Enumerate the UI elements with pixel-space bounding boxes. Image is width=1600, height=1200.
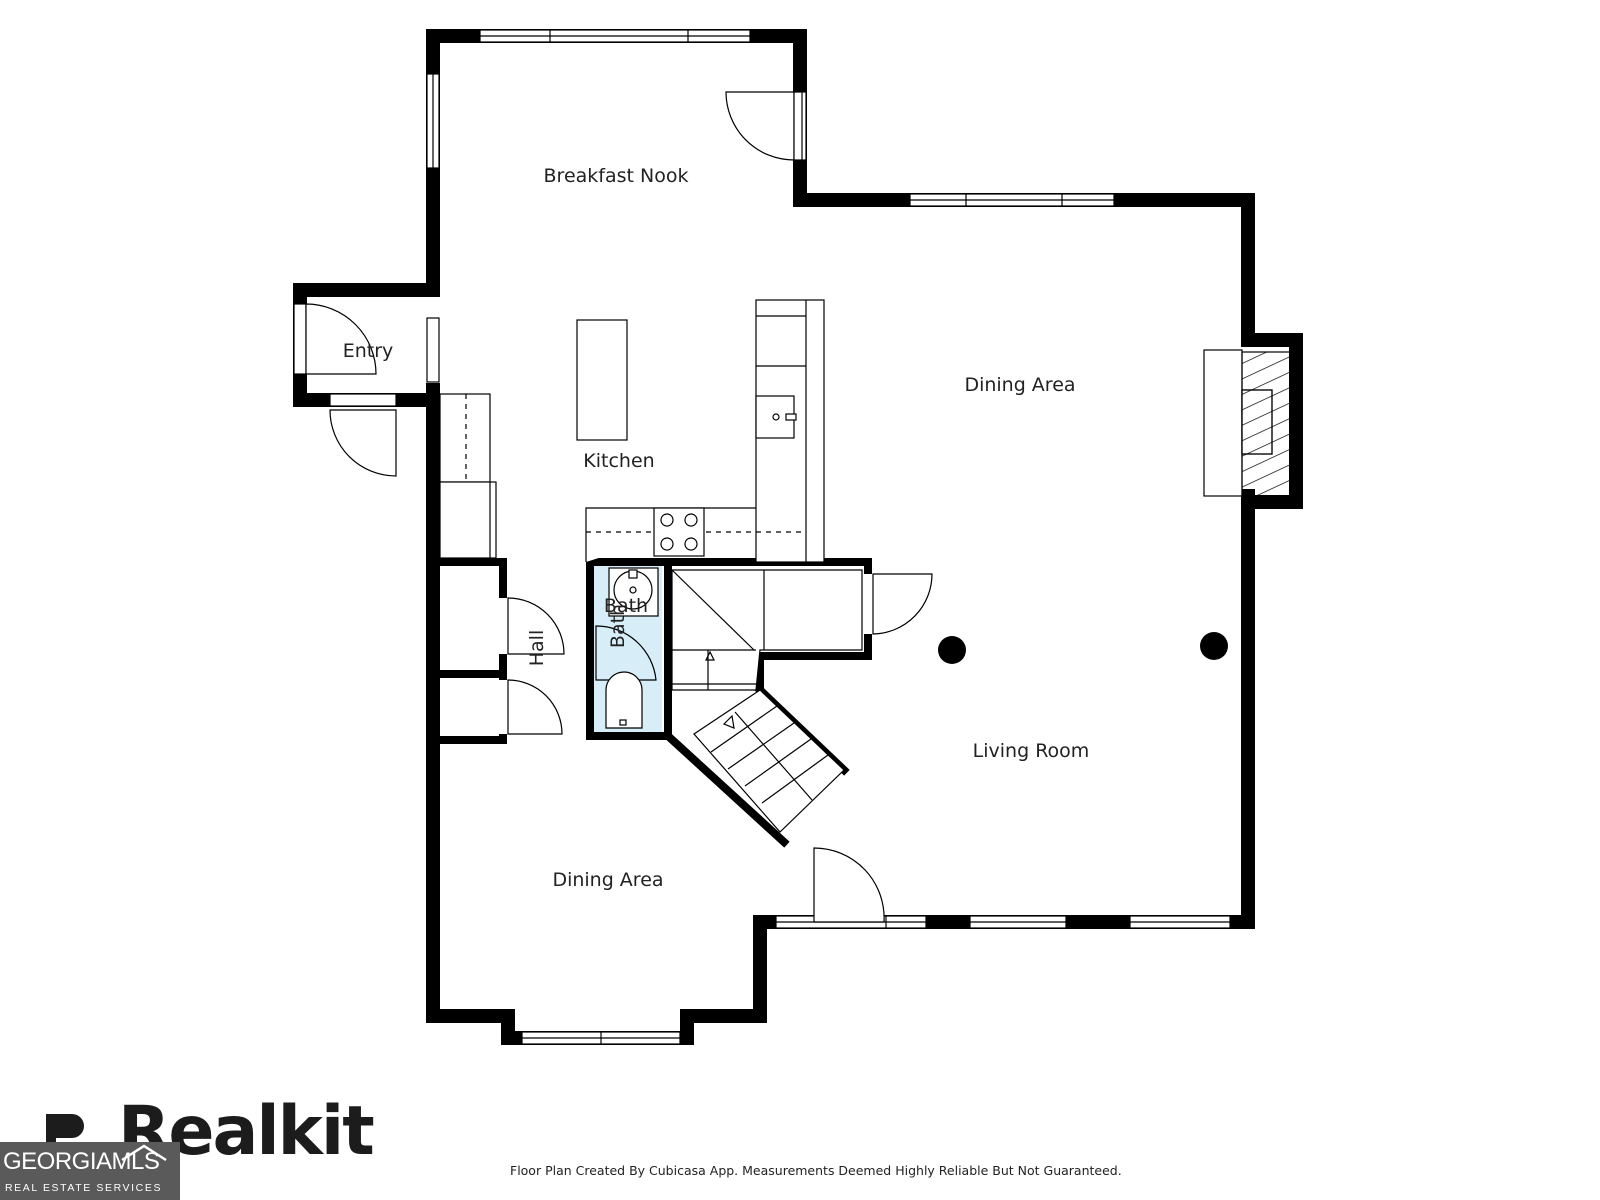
label-bath-vertical: Bath bbox=[607, 604, 629, 648]
column-left bbox=[938, 636, 966, 664]
stairs bbox=[671, 569, 863, 833]
label-living-room: Living Room bbox=[973, 740, 1090, 762]
fireplace bbox=[1203, 349, 1291, 497]
kitchen-counters bbox=[439, 299, 825, 563]
column-right bbox=[1200, 632, 1228, 660]
label-breakfast-nook: Breakfast Nook bbox=[544, 165, 689, 187]
label-bath-horizontal: Bath bbox=[604, 595, 648, 617]
label-hall: Hall bbox=[526, 630, 548, 667]
roof-icon bbox=[121, 1144, 167, 1162]
mls-tagline: REAL ESTATE SERVICES bbox=[5, 1182, 163, 1194]
disclaimer-text: Floor Plan Created By Cubicasa App. Meas… bbox=[510, 1163, 1122, 1178]
label-entry: Entry bbox=[343, 340, 394, 362]
bath-fixtures bbox=[605, 567, 659, 729]
label-kitchen: Kitchen bbox=[583, 450, 654, 472]
label-dining-area-lower: Dining Area bbox=[552, 869, 663, 891]
doors bbox=[305, 91, 933, 923]
mls-name: GEORGIAMLS bbox=[3, 1148, 160, 1175]
georgia-mls-badge: GEORGIAMLS REAL ESTATE SERVICES bbox=[0, 1142, 180, 1200]
label-dining-area-upper: Dining Area bbox=[964, 374, 1075, 396]
